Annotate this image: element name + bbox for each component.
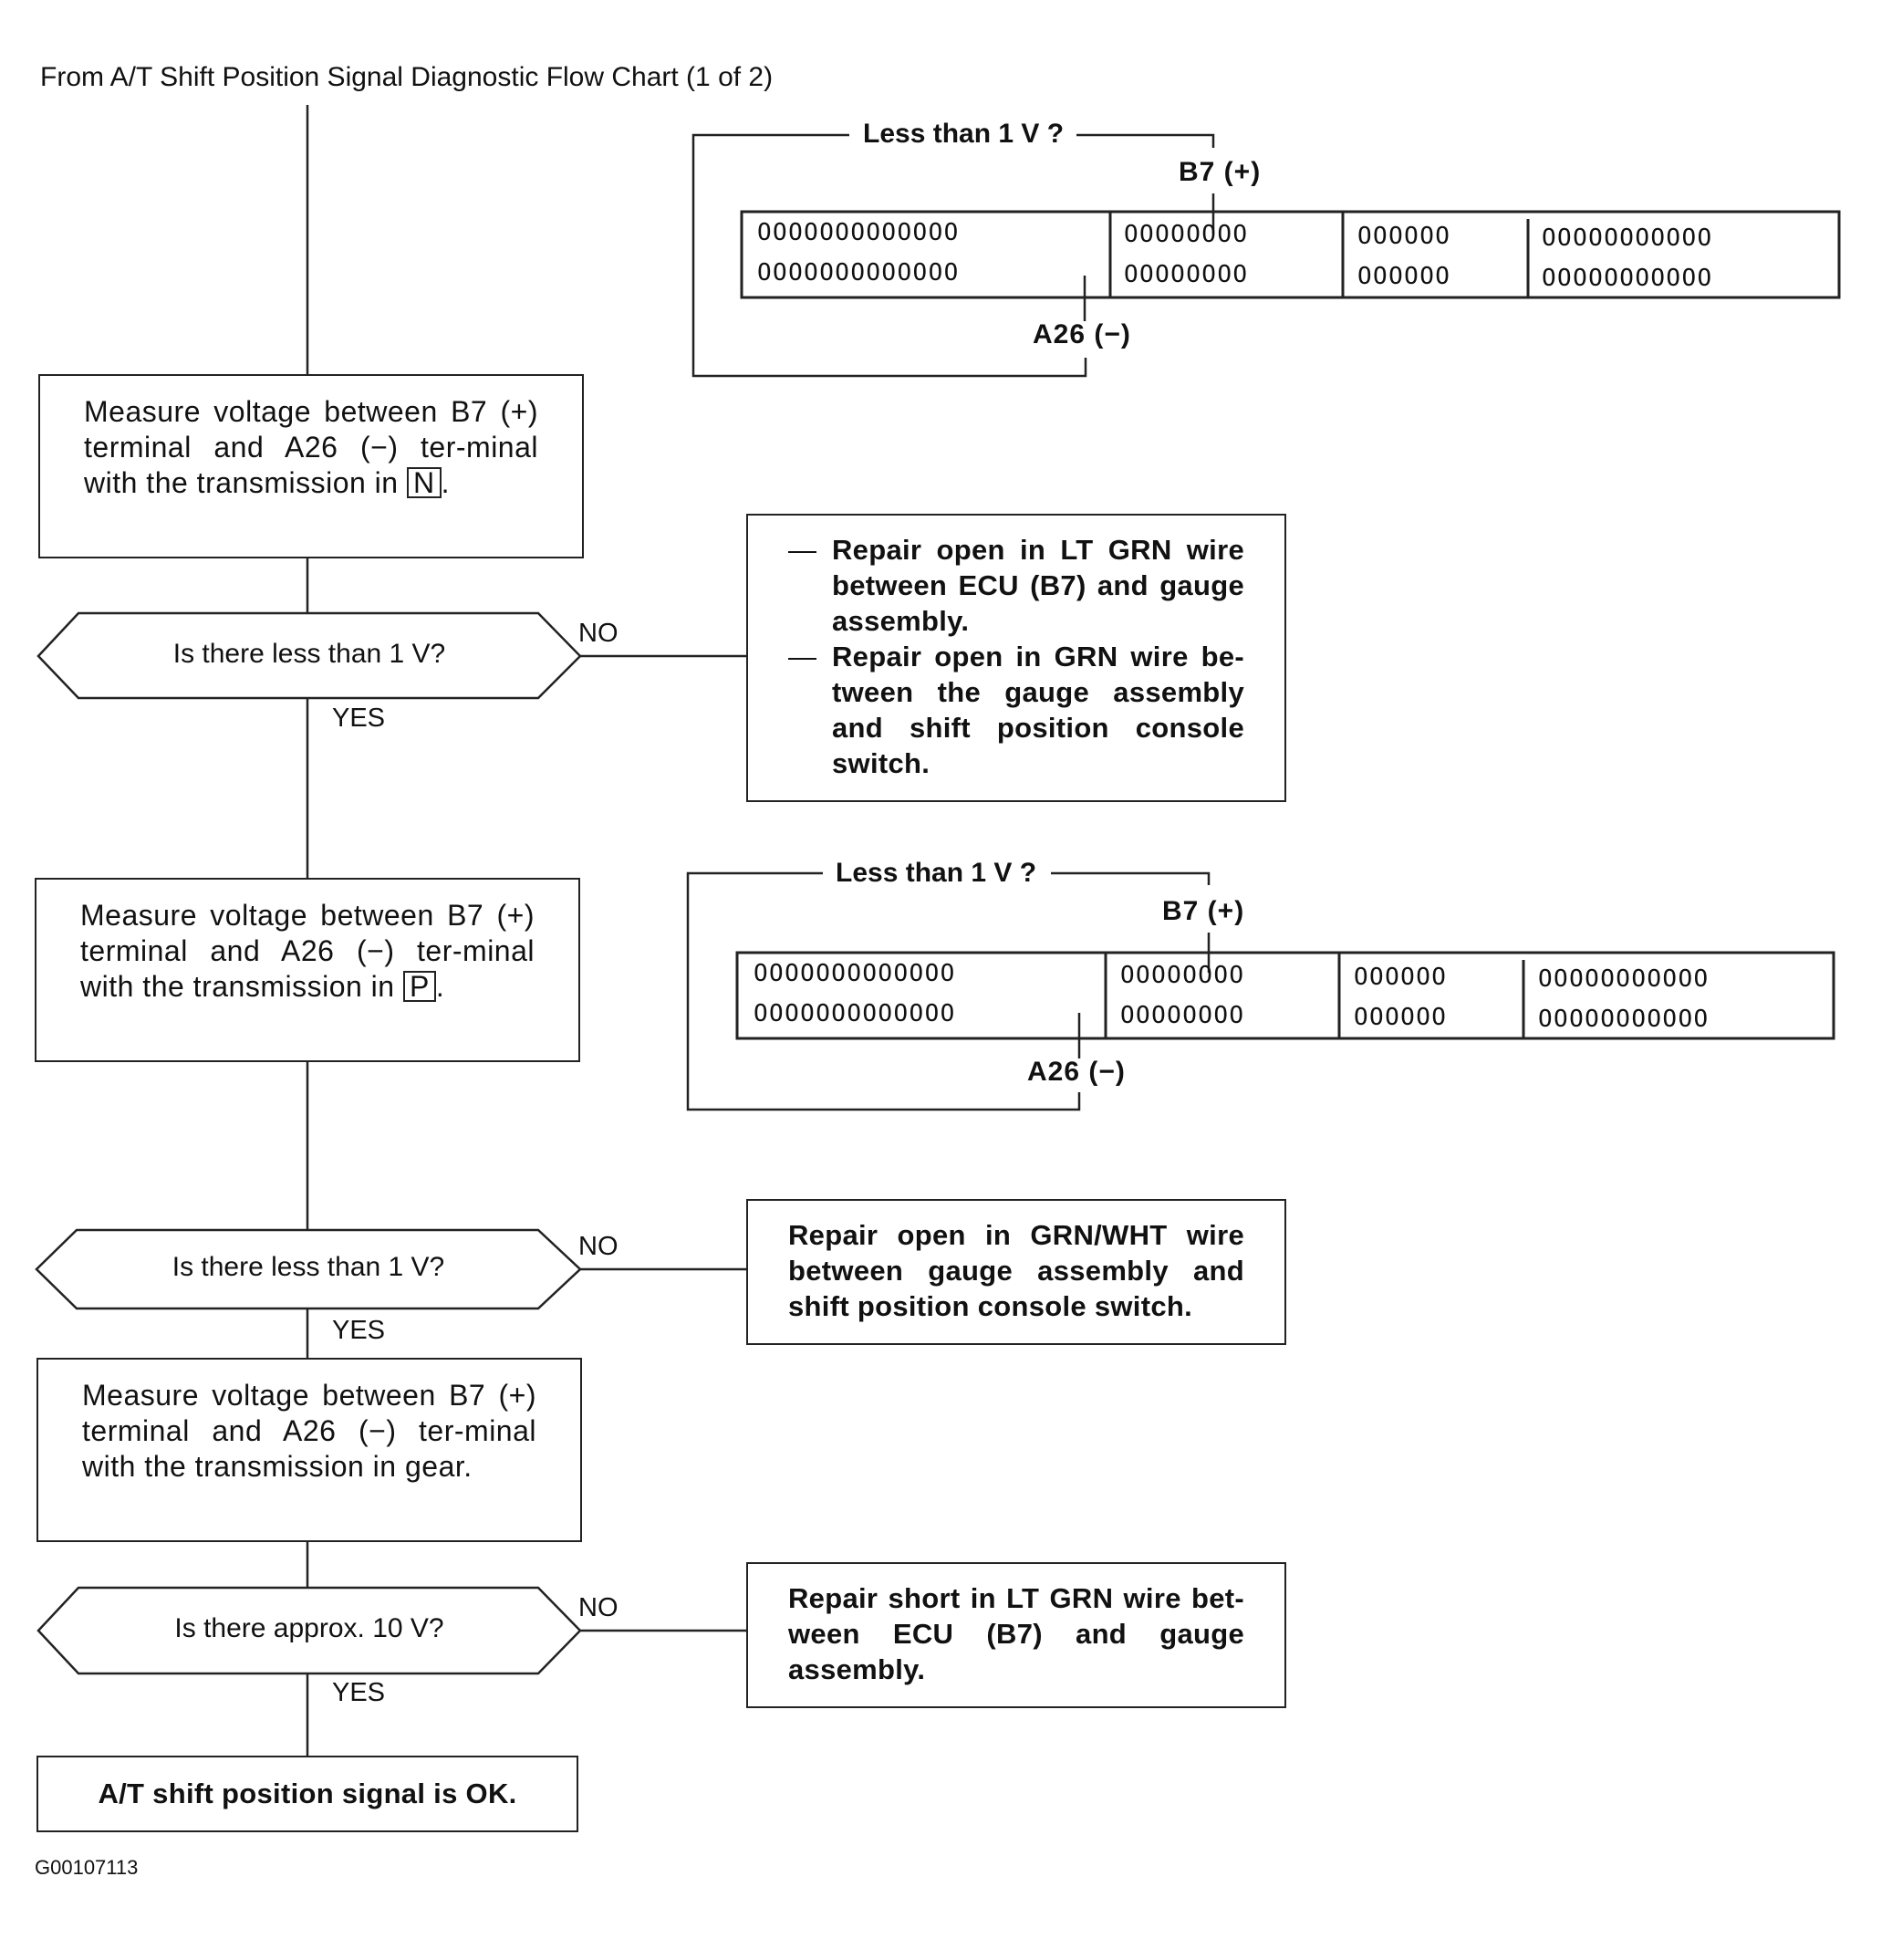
repair-item: —Repair open in LT GRN wire between ECU … [788, 534, 1244, 637]
a26-terminal-label-1: A26 (−) [1033, 319, 1131, 349]
decision-question-3: Is there approx. 10 V? [174, 1613, 444, 1643]
repair-item: —Repair open in GRN wire be-tween the ga… [788, 641, 1244, 779]
repair-box-2: Repair open in GRN/WHT wire between gaug… [746, 1199, 1286, 1345]
gear-position-p: P [402, 971, 436, 1002]
connector-1-section-3-row-1: OOOOOO [1357, 223, 1451, 250]
condition-label-2: Less than 1 V ? [832, 858, 1041, 889]
yes-label-2: YES [332, 1316, 386, 1345]
gear-position-n: N [406, 467, 442, 498]
diagram-header: From A/T Shift Position Signal Diagnosti… [40, 62, 774, 92]
no-label-1: NO [578, 619, 619, 648]
connector-1-section-3-row-2: OOOOOO [1357, 263, 1451, 290]
no-label-3: NO [578, 1593, 619, 1622]
repair-box-1: —Repair open in LT GRN wire between ECU … [746, 514, 1286, 802]
connector-body-1 [740, 210, 1841, 299]
decision-shape-2 [35, 1228, 582, 1310]
b7-terminal-label-2: B7 (+) [1162, 896, 1245, 926]
connector-body-2 [735, 951, 1835, 1040]
probe-wire-1 [691, 133, 1087, 378]
a26-terminal-label-2: A26 (−) [1027, 1057, 1126, 1087]
connector-2-section-1-row-2: OOOOOOOOOOOOO [754, 1000, 956, 1027]
probe-wire-2b [1051, 871, 1211, 885]
decision-question-1: Is there less than 1 V? [172, 639, 446, 669]
connector-2-section-3-row-2: OOOOOO [1354, 1004, 1448, 1031]
figure-code: G00107113 [35, 1856, 139, 1879]
b7-terminal-label-1: B7 (+) [1179, 157, 1262, 187]
measure-text: Measure voltage between B7 (+) terminal … [80, 899, 535, 1003]
connector-1-section-2-row-2: OOOOOOOO [1124, 261, 1249, 288]
repair-item: Repair short in LT GRN wire bet-ween ECU… [788, 1582, 1244, 1685]
decision-question-2: Is there less than 1 V? [172, 1252, 445, 1282]
connector-2-section-4-row-2: OOOOOOOOOOO [1538, 1006, 1710, 1033]
connector-1-section-4-row-2: OOOOOOOOOOO [1542, 265, 1713, 292]
measure-box-n: Measure voltage between B7 (+) terminal … [38, 374, 584, 558]
final-result-box: A/T shift position signal is OK. [36, 1756, 578, 1832]
measure-box-p: Measure voltage between B7 (+) terminal … [35, 878, 580, 1062]
measure-text: Measure voltage between B7 (+) terminal … [84, 395, 538, 499]
final-result-text: A/T shift position signal is OK. [98, 1778, 517, 1809]
probe-wire-1b [1076, 133, 1215, 148]
connector-1-section-4-row-1: OOOOOOOOOOO [1542, 224, 1713, 252]
decision-shape-1 [36, 611, 582, 700]
yes-label-1: YES [332, 704, 386, 733]
decision-shape-3 [36, 1586, 582, 1675]
condition-label-1: Less than 1 V ? [859, 119, 1068, 150]
measure-box-gear: Measure voltage between B7 (+) terminal … [36, 1358, 582, 1542]
connector-2-section-3-row-1: OOOOOO [1354, 964, 1448, 991]
connector-2-section-2-row-2: OOOOOOOO [1120, 1002, 1245, 1029]
probe-wire-2 [686, 871, 1081, 1111]
no-label-2: NO [578, 1232, 619, 1261]
connector-2-section-4-row-1: OOOOOOOOOOO [1538, 965, 1710, 993]
repair-item: Repair open in GRN/WHT wire between gaug… [788, 1219, 1244, 1322]
connector-1-section-1-row-1: OOOOOOOOOOOOO [757, 219, 960, 246]
connector-1-section-1-row-2: OOOOOOOOOOOOO [757, 259, 960, 287]
connector-2-section-2-row-1: OOOOOOOO [1120, 962, 1245, 989]
yes-label-3: YES [332, 1678, 386, 1707]
measure-text: Measure voltage between B7 (+) terminal … [82, 1379, 536, 1483]
connector-2-section-1-row-1: OOOOOOOOOOOOO [754, 960, 956, 987]
connector-1-section-2-row-1: OOOOOOOO [1124, 221, 1249, 248]
repair-box-3: Repair short in LT GRN wire bet-ween ECU… [746, 1562, 1286, 1708]
